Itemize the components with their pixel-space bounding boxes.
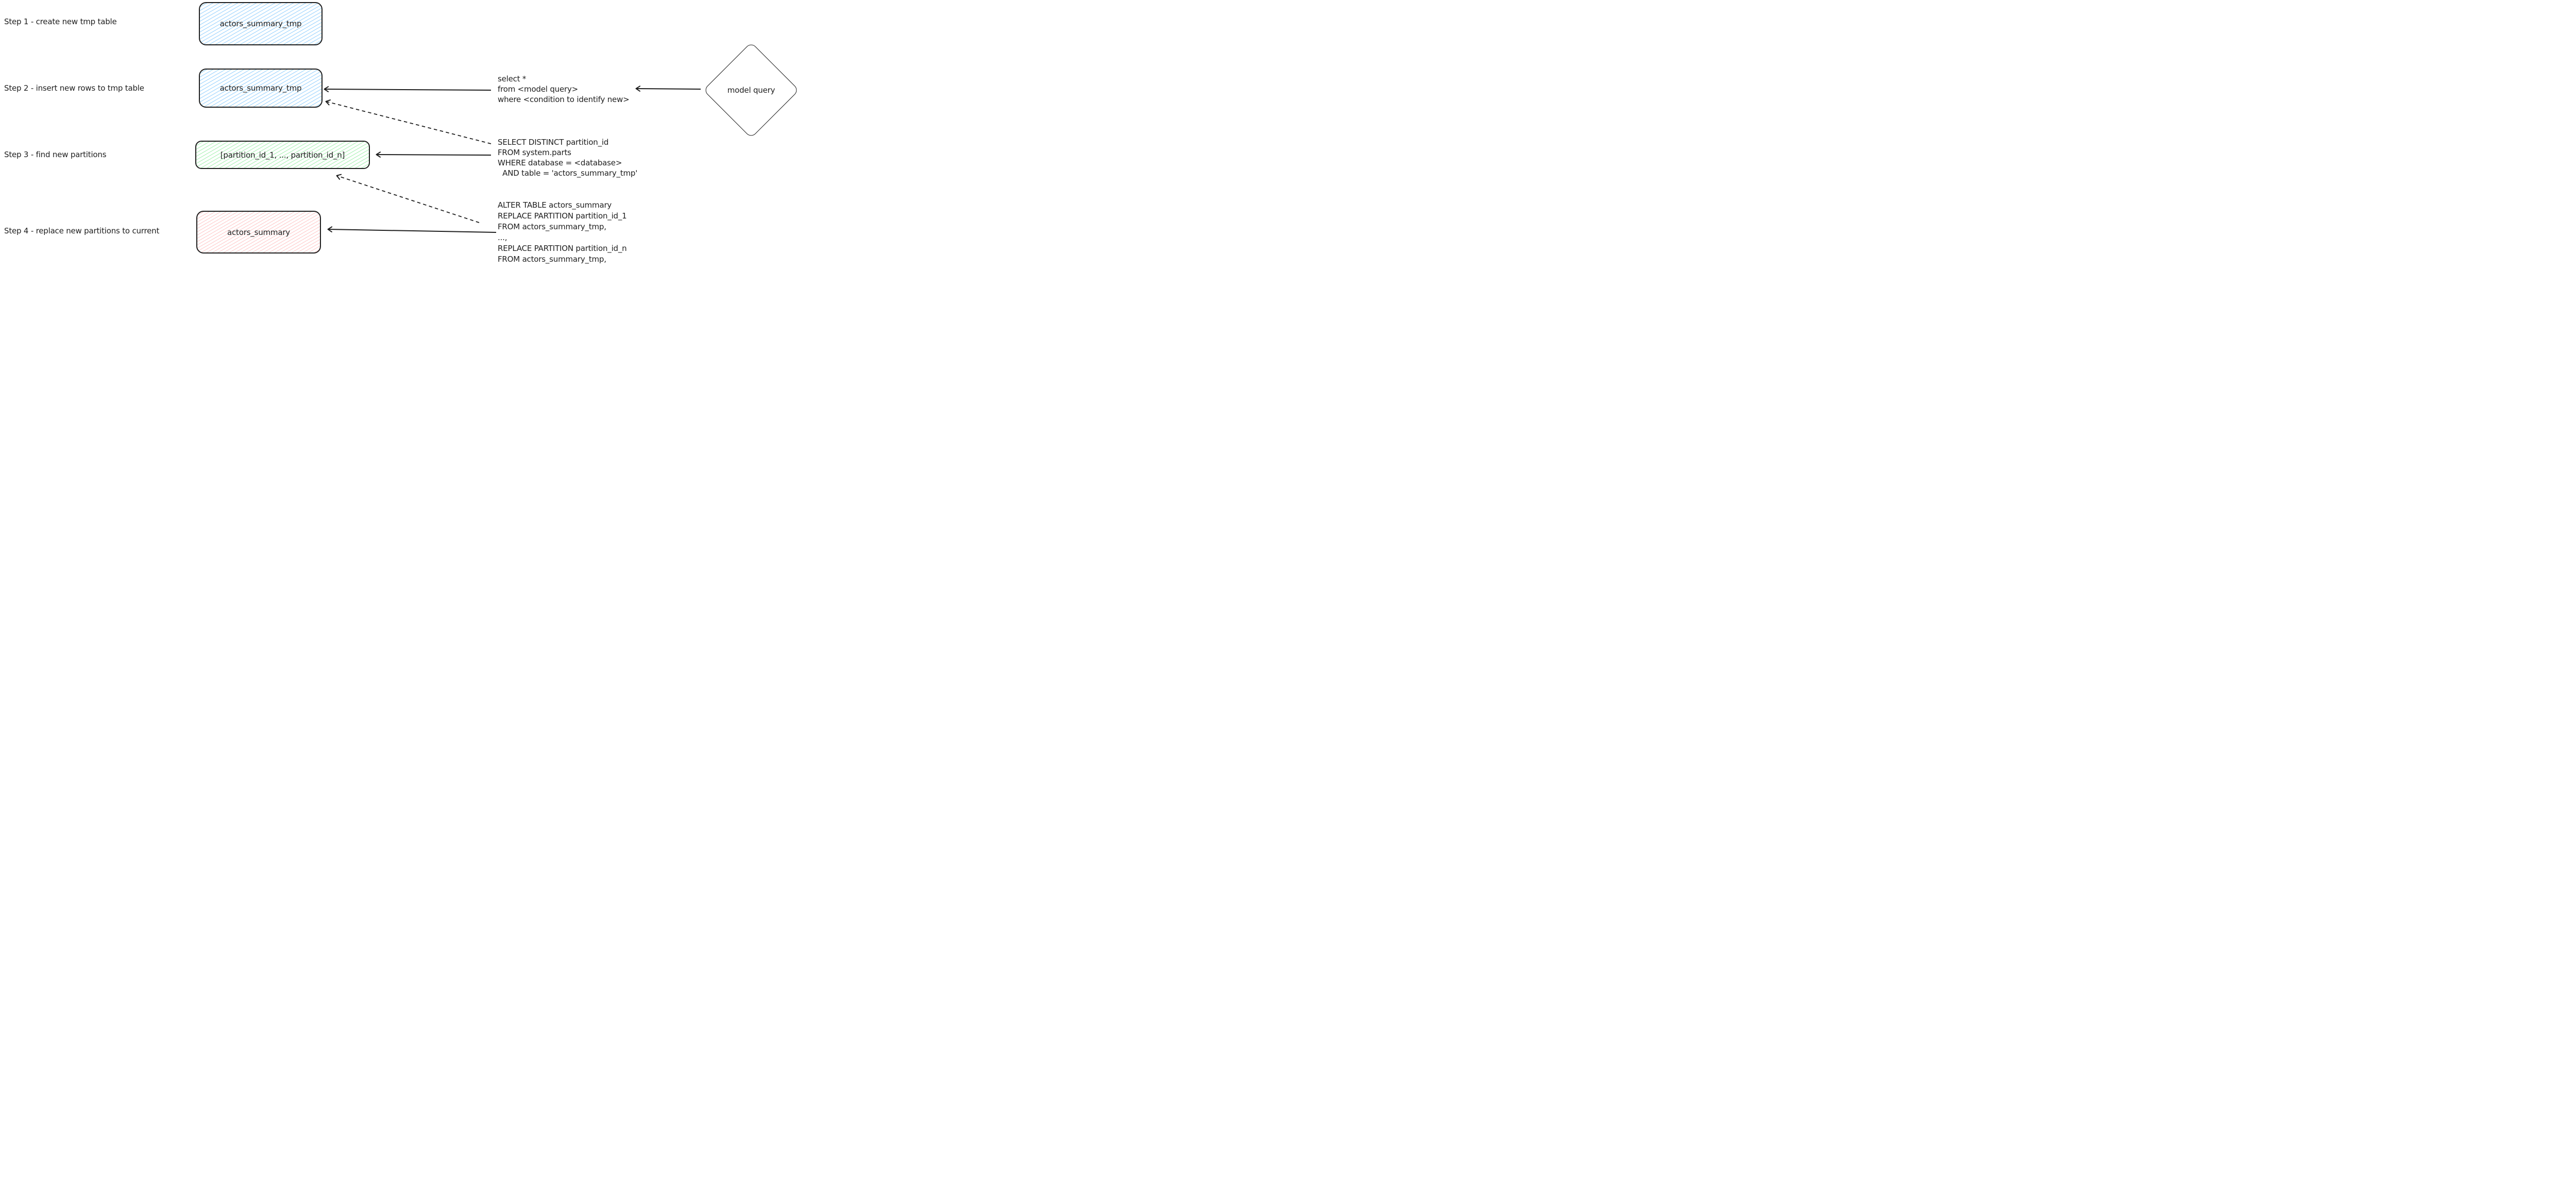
step1-label: Step 1 - create new tmp table [4,17,117,26]
node-model-query: model query [702,42,800,139]
node-label: model query [727,86,775,95]
node-label: actors_summary [227,227,290,237]
sql-step2-insert: select * from <model query> where <condi… [498,74,630,104]
node-actors-summary-tmp-step2: actors_summary_tmp [199,69,323,108]
step3-label: Step 3 - find new partitions [4,150,107,159]
node-actors-summary-tmp-step1: actors_summary_tmp [199,2,323,45]
step2-label: Step 2 - insert new rows to tmp table [4,83,144,93]
arrow-sql2-to-tmp-table [324,86,492,92]
node-actors-summary: actors_summary [196,211,321,254]
arrow-sql4-to-actors-summary [327,226,497,233]
dashed-arrow-sql3-to-tmp-table [325,99,492,144]
sql-step3-find-partitions: SELECT DISTINCT partition_id FROM system… [498,138,638,178]
node-label: actors_summary_tmp [219,83,302,93]
dashed-arrow-sql4-to-partition-list [336,174,480,223]
step4-label: Step 4 - replace new partitions to curre… [4,226,160,235]
node-label: actors_summary_tmp [219,19,302,28]
node-label: [partition_id_1, ..., partition_id_n] [220,150,345,160]
node-partition-id-list: [partition_id_1, ..., partition_id_n] [195,141,370,169]
sql-step4-replace-partitions: ALTER TABLE actors_summary REPLACE PARTI… [498,200,627,264]
connector-arrows [324,86,701,233]
flowchart-canvas: Step 1 - create new tmp table Step 2 - i… [0,0,803,264]
